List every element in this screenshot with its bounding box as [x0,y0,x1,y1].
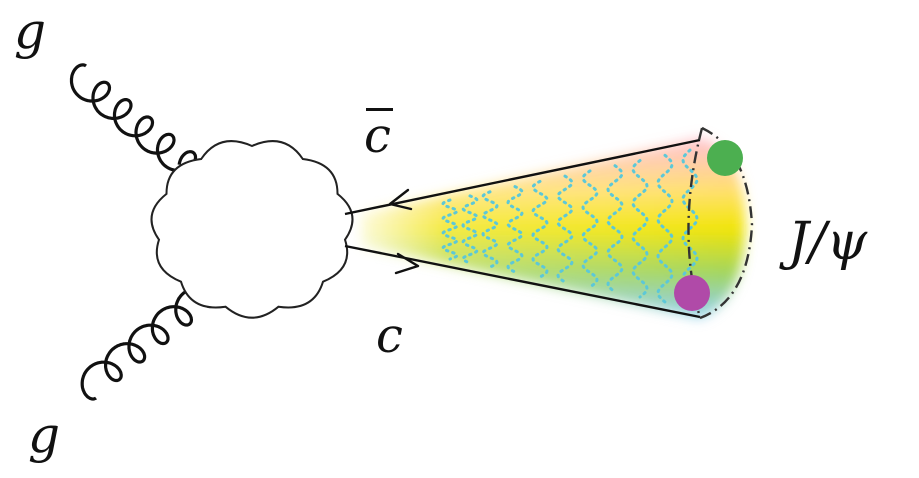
gluon-label-bottom: g [28,406,61,464]
meson-label: J/ψ [788,212,868,272]
anticharm-label: c [364,108,393,160]
gluon-exchange-dot-spring [531,179,549,279]
gluon-exchange-dot-spring [656,153,674,304]
gluon-exchange-dot-spring [506,185,524,274]
color-glow [360,138,745,318]
anticharm-arrow [388,188,413,211]
charm-label: c [376,308,403,364]
charm-arrow [394,252,420,275]
interaction-blob [150,140,354,319]
gluon-exchange-dot-spring [606,164,624,294]
gluon-label-top: g [14,2,47,60]
gluon-line-top [69,63,198,173]
anticharm-letter: c [364,108,391,164]
gluon-exchange-dot-spring [581,169,599,289]
gluon-exchange-dot-spring [461,194,479,265]
gluon-exchange-dot-spring [556,174,574,284]
gluon-exchange-dot-spring [631,159,649,299]
gluon-exchange-dot-spring [441,198,459,261]
overbar [366,108,393,111]
charm-quark-ball-green [707,140,743,176]
anticharm-line [344,138,701,216]
gluon-line-bottom [80,286,217,401]
charm-quark-ball-purple [674,275,710,311]
